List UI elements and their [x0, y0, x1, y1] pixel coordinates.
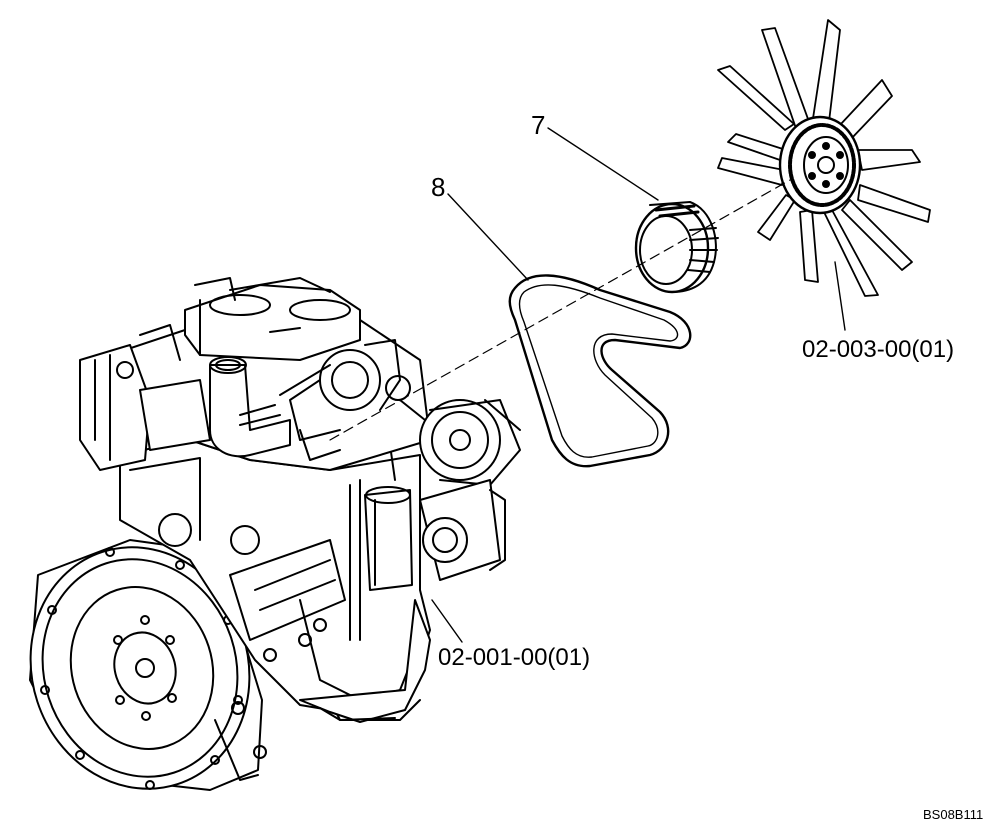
pulley-icon — [634, 201, 719, 294]
oil-pan — [299, 599, 431, 723]
callout-engine-reference: 02-001-00(01) — [438, 644, 591, 671]
belt-icon — [508, 274, 692, 468]
leader-line-8 — [447, 193, 529, 281]
oil-filter — [349, 439, 413, 641]
leader-line-fan — [834, 261, 846, 331]
rear-components — [79, 277, 236, 471]
callout-item-8: 8 — [431, 172, 446, 202]
alternator — [419, 399, 521, 486]
engine-icon — [29, 277, 521, 791]
turbocharger — [279, 339, 401, 461]
leader-line-7 — [547, 127, 659, 201]
center-axis-line — [329, 179, 791, 441]
callout-fan-reference: 02-003-00(01) — [802, 336, 955, 363]
leader-line-engine — [431, 599, 463, 643]
flywheel-housing — [29, 539, 263, 791]
front-drive — [385, 375, 506, 581]
air-intake — [209, 356, 291, 458]
callout-item-7: 7 — [531, 110, 546, 140]
engine-block — [119, 439, 431, 781]
drawing-number: BS08B111 — [923, 807, 984, 822]
fan-icon — [717, 19, 931, 297]
